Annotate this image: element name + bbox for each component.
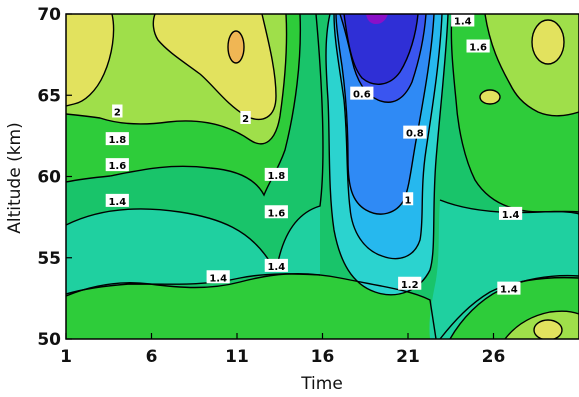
contour-region-0.2: [366, 14, 388, 24]
contour-label-background: [105, 132, 129, 146]
contour-line-0.8: [335, 14, 435, 215]
contour-label-background: [497, 281, 521, 295]
contour-label: 1.6: [264, 205, 288, 219]
x-tick-label: 16: [311, 347, 335, 367]
contour-label-background: [206, 270, 230, 284]
contour-region-2.2-bottom-right: [534, 320, 562, 339]
contour-label-background: [105, 158, 129, 172]
contour-line-2.2-right-b: [479, 89, 501, 105]
contour-label-background: [451, 14, 475, 27]
contour-line-2.0-right: [484, 14, 579, 117]
contour-label: 1.8: [105, 132, 129, 146]
contour-label-background: [105, 193, 129, 207]
contour-label: 1.4: [451, 14, 475, 28]
contour-label-background: [466, 39, 490, 53]
contour-label: 2: [112, 104, 123, 119]
x-tick-label: 26: [482, 347, 506, 367]
contour-line-2.2-left-b: [152, 14, 277, 121]
contour-region-2.2-left-b: [153, 14, 276, 120]
contour-label: 1.4: [105, 193, 129, 208]
contour-label: 0.6: [350, 86, 374, 101]
contour-line-2.0-bottom-right: [533, 319, 563, 339]
contour-label-text: 1.4: [500, 285, 518, 296]
x-tick-label: 11: [225, 347, 249, 367]
contour-label-text: 2: [242, 114, 249, 125]
y-axis-title: Altitude (km): [5, 122, 25, 234]
contour-label-background: [350, 86, 374, 100]
y-axis: 50 55 60 65 70: [37, 5, 72, 350]
contour-label-background: [112, 104, 123, 118]
contour-line-1.6-bottom-right: [439, 276, 579, 339]
contour-label-text: 1.6: [267, 208, 285, 219]
contour-line-1.8-left: [66, 14, 302, 197]
y-tick-label: 65: [37, 86, 61, 106]
contour-label: 1.4: [264, 258, 288, 273]
contour-label-text: 1.4: [502, 210, 520, 221]
contour-label-text: 1.4: [267, 262, 285, 273]
contour-label-background: [402, 192, 414, 206]
contour-line-1.2: [325, 14, 449, 296]
contour-label-text: 0.6: [353, 90, 371, 101]
contour-label-text: 1.6: [469, 43, 487, 54]
contour-region-1.4-right-mid: [429, 200, 579, 339]
contour-label-background: [240, 111, 251, 124]
contour-line-1.6-bottom: [66, 272, 437, 339]
contour-label-background: [403, 125, 427, 139]
contour-label: 0.8: [403, 125, 427, 140]
contour-label: 1.8: [264, 167, 288, 182]
contour-label-text: 1.4: [454, 17, 472, 28]
contour-label-text: 1.4: [209, 273, 227, 284]
contour-line-0.4: [343, 14, 419, 85]
y-tick-label: 70: [37, 5, 61, 25]
contour-label: 1.4: [499, 206, 523, 221]
contour-label: 1.4: [206, 270, 230, 284]
contour-label: 1.4: [497, 281, 521, 296]
contour-labels: 2 1.8 1.6 1.4 2 1.8 1.6 1.4 1.4 0.6 0.8 1 1.2 1.4 1.6 1…: [105, 14, 523, 296]
contour-region-1.8-bottom-left: [66, 273, 430, 339]
contour-label-background: [264, 167, 288, 181]
contour-label-text: 1.6: [108, 161, 126, 172]
contour-label-text: 1: [405, 195, 412, 206]
contour-region-2.2-left-a: [66, 14, 114, 106]
contour-label: 1.6: [466, 39, 490, 54]
contour-label-text: 1.8: [267, 171, 285, 182]
contour-label-background: [264, 205, 288, 219]
contour-line-2.4-left: [227, 30, 245, 64]
contour-region-2.2-right-b: [480, 90, 500, 104]
contour-line-1.0: [333, 14, 443, 260]
contour-label-background: [264, 258, 288, 272]
contour-line-2.2-right-a: [531, 19, 565, 65]
contour-label-text: 1.2: [401, 280, 419, 291]
contour-region-0.4: [344, 14, 418, 85]
x-axis-title: Time: [300, 374, 343, 394]
contour-label: 1: [402, 192, 414, 206]
contour-line-2.2-left-a: [66, 14, 115, 107]
contour-label-text: 1.8: [108, 135, 126, 146]
x-tick-label: 6: [146, 347, 158, 367]
contour-label-text: 0.8: [406, 129, 424, 140]
plot-area: 2 1.8 1.6 1.4 2 1.8 1.6 1.4 1.4 0.6 0.8 1 1.2 1.4 1.6 1…: [66, 14, 579, 339]
contour-lines: [66, 14, 579, 339]
contour-line-1.6-right: [450, 14, 579, 213]
contour-region-2.4-left: [228, 31, 244, 63]
x-tick-label: 1: [60, 347, 72, 367]
contour-label-background: [499, 206, 523, 220]
contour-line-1.8-bottom-right: [504, 310, 579, 339]
contour-label-text: 2: [114, 108, 121, 119]
y-tick-label: 50: [37, 330, 61, 350]
contour-region-2.2-right-a: [532, 20, 564, 64]
contour-label: 2: [240, 111, 251, 125]
y-tick-label: 55: [37, 249, 61, 269]
y-tick-label: 60: [37, 168, 61, 188]
contour-line-2.0-left: [66, 14, 288, 145]
contour-label-background: [398, 276, 422, 290]
x-tick-label: 21: [396, 347, 420, 367]
contour-label: 1.6: [105, 158, 129, 172]
contour-label: 1.2: [398, 276, 422, 291]
contour-region-1.4-mid: [66, 206, 320, 294]
contour-label-text: 1.4: [108, 197, 126, 208]
